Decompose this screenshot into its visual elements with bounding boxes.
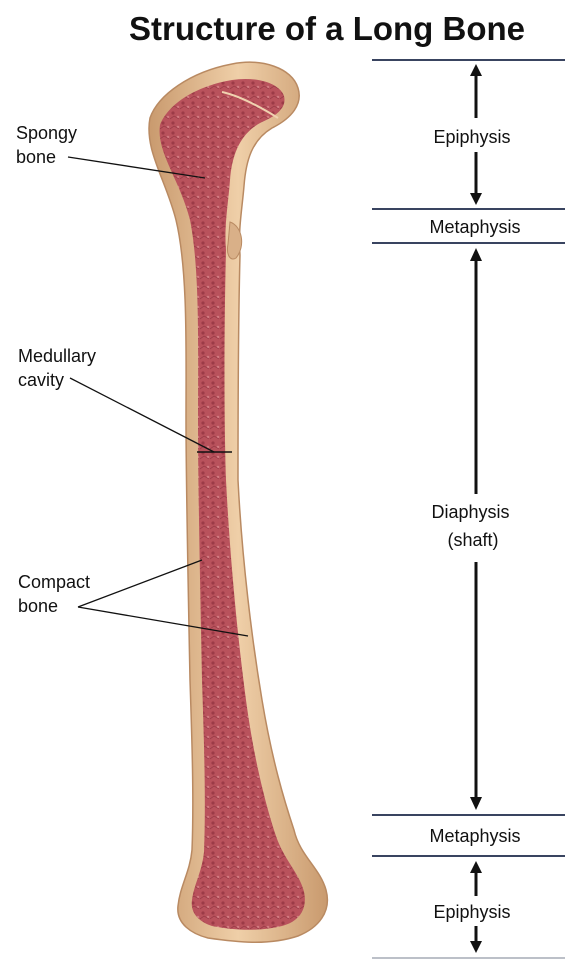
region-epiphysis-top: Epiphysis bbox=[433, 127, 510, 147]
label-compact-bone: Compact bone bbox=[18, 572, 95, 616]
region-metaphysis-bottom: Metaphysis bbox=[429, 826, 520, 846]
femur-illustration bbox=[149, 62, 327, 942]
diaphysis-arrowhead-down bbox=[470, 797, 482, 810]
region-diaphysis: Diaphysis (shaft) bbox=[431, 502, 514, 550]
label-spongy-bone: Spongy bone bbox=[16, 123, 82, 167]
diaphysis-arrowhead-up bbox=[470, 248, 482, 261]
region-metaphysis-top: Metaphysis bbox=[429, 217, 520, 237]
label-medullary-cavity: Medullary cavity bbox=[18, 346, 101, 390]
epiphysis-bottom-arrowhead-up bbox=[470, 861, 482, 873]
epiphysis-bottom-arrowhead-down bbox=[470, 941, 482, 953]
region-epiphysis-bottom: Epiphysis bbox=[433, 902, 510, 922]
epiphysis-top-arrowhead-down bbox=[470, 193, 482, 205]
compact-bone-leader-left bbox=[78, 560, 202, 607]
region-scale: Epiphysis Metaphysis Diaphysis (shaft) M… bbox=[372, 60, 565, 958]
epiphysis-top-arrowhead-up bbox=[470, 64, 482, 76]
diagram-title: Structure of a Long Bone bbox=[129, 10, 525, 47]
